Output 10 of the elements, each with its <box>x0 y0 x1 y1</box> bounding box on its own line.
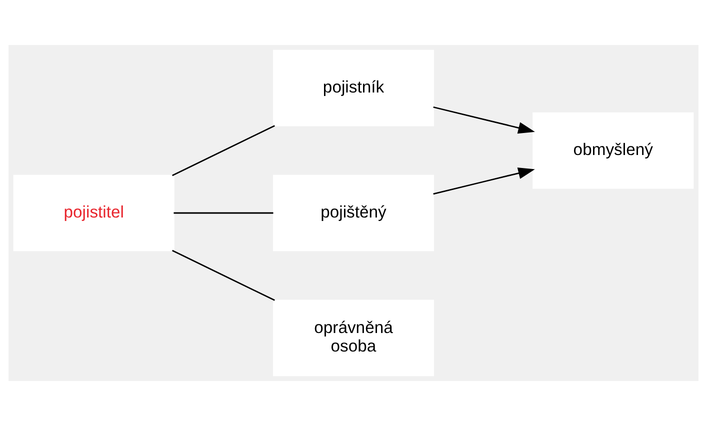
arrow <box>433 106 535 134</box>
node-box: obmyšlený <box>532 112 694 189</box>
connector <box>174 212 274 214</box>
connector <box>172 250 275 301</box>
node-box: oprávněná osoba <box>272 300 434 376</box>
node-box: pojistitel <box>13 174 174 252</box>
node-box: pojistník <box>272 50 434 126</box>
arrow <box>433 167 535 195</box>
connector <box>172 125 275 176</box>
node-box: pojištěný <box>272 174 434 252</box>
